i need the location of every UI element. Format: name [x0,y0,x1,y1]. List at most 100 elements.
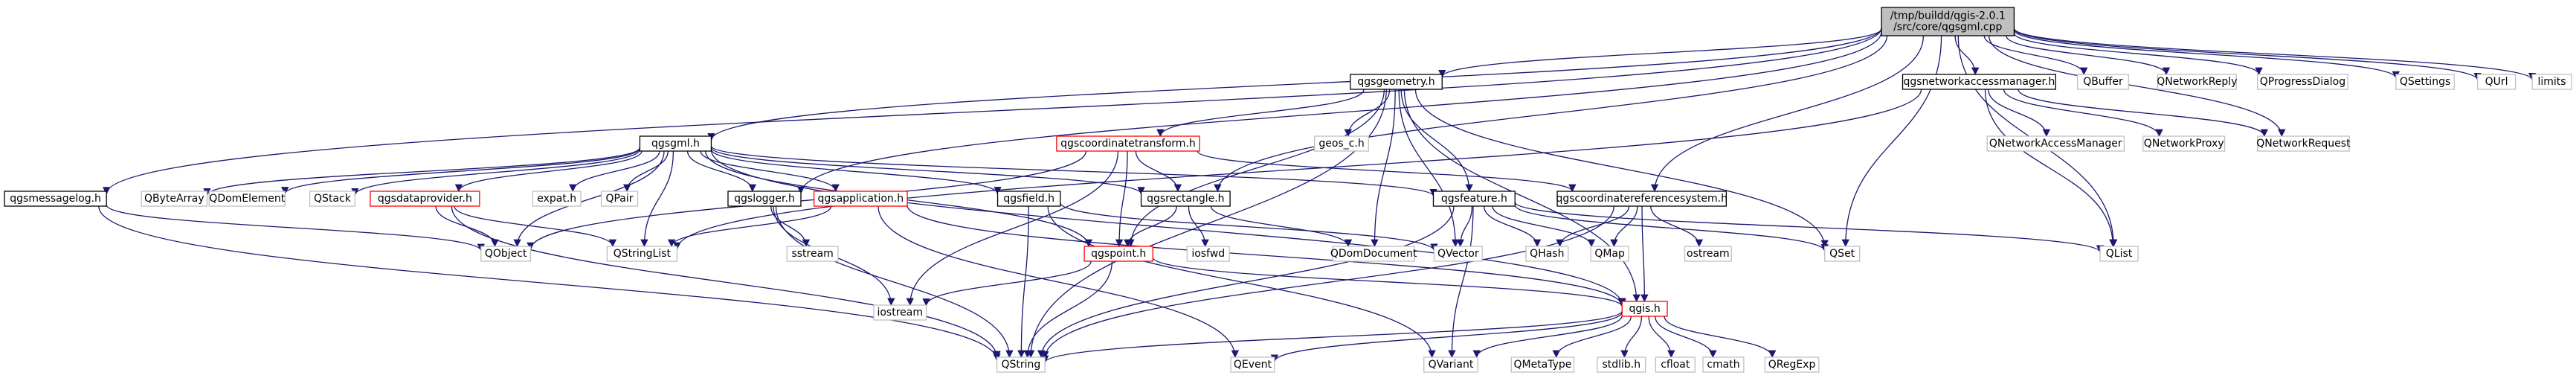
node-box [1432,191,1516,207]
node-label: QMetaType [1513,359,1571,371]
edge-qgsgml_cpp-to-QNetworkReply [2006,35,2171,76]
node-box [1433,246,1483,262]
edge-qgsgeometry_h-to-geos_c_h [1344,89,1391,138]
node-qprogressdialog: QProgressDialog [2257,74,2348,90]
node-label: qgis.h [1629,303,1660,315]
node-qnetworkrequest: QNetworkRequest [2256,135,2351,152]
node-label: QByteArray [144,193,205,205]
node-qdomdocument: QDomDocument [1330,246,1417,262]
node-qgscoordinatetransform-h[interactable]: qgscoordinatetransform.h [1056,135,1200,152]
node-box [1621,301,1668,317]
node-qgsdataprovider-h[interactable]: qgsdataprovider.h [370,191,480,207]
edge-qgis_h-to-cmath [1655,316,1717,359]
node-box [1423,356,1478,373]
edge-qgslogger_h-to-sstream [770,205,811,248]
node-qgsfield-h[interactable]: qgsfield.h [996,191,1061,207]
node-qgscoordinatereferencesystem-h[interactable]: qgscoordinatereferencesystem.h [1556,191,1727,207]
node-label: QVariant [1429,359,1474,371]
node-box [2476,74,2517,90]
node-geos-c-h: geos_c.h [1314,135,1369,152]
edge-qgsgml_cpp-to-QBuffer [1983,35,2088,76]
node-qgsnetworkaccessmanager-h[interactable]: qgsnetworkaccessmanager.h [1902,74,2056,90]
node-qgsfeature-h[interactable]: qgsfeature.h [1432,191,1516,207]
node-qnetworkreply: QNetworkReply [2157,74,2237,90]
edge-qgscoordinatetransform_h-to-qgsrectangle_h [1135,150,1182,193]
node-qvariant: QVariant [1423,356,1478,373]
edge-qgsfeature_h-to-QMap [1492,205,1596,248]
edge-qgsgml_cpp-to-qgsrectangle_h [1214,35,1888,193]
node-iostream: iostream [873,304,927,321]
node-label: QObject [485,248,527,260]
node-box [1230,356,1275,373]
edge-qgsfield_h-to-QVariant [1047,205,1436,359]
node-expat-h: expat.h [532,191,582,207]
edge-qgsgml_h-to-qgsfield_h [710,149,1002,195]
edge-qgsfeature_h-to-QHash [1483,205,1542,248]
node-box [1902,74,2056,90]
edge-qgscoordinatereferencesystem_h-to-ostream [1650,205,1704,248]
edge-qgscoordinatetransform_h-to-qgscoordinatereferencesystem_h [1197,150,1577,193]
edge-qgsgml_h-to-QByteArray [203,147,641,196]
edge-qgsgml_h-to-qgsfeature_h [710,145,1437,197]
edge-qgsgml_h-to-QDomElement [281,147,641,195]
node-qgsrectangle-h[interactable]: qgsrectangle.h [1140,191,1231,207]
node-box [813,191,908,207]
node-box [1764,356,1820,373]
node-qgspoint-h[interactable]: qgspoint.h [1083,246,1153,262]
node-label: qgsfield.h [1003,193,1054,205]
node-box [2157,74,2237,90]
edge-qgis_h-to-QRegExp [1664,316,1777,359]
node-qgsgml-cpp[interactable]: /tmp/buildd/qgis-2.0.1/src/core/qgsgml.c… [1881,7,2015,36]
edge-qgsgml_cpp-to-limits [2013,28,2537,81]
node-box [996,191,1061,207]
edge-qgsapplication_h-to-qgis_h [907,205,1626,307]
node-label: stdlib.h [1602,359,1640,371]
edge-qgsnetworkaccessmanager_h-to-QNetworkAccessManager [1988,89,2051,138]
edge-qgspoint_h-to-qgis_h [1152,257,1626,307]
edge-qgsmessagelog_h-to-QString [98,205,1001,362]
node-label: QNetworkReply [2157,76,2237,88]
edge-qgsgml_h-to-qgsapplication_h [700,150,840,193]
edge-qgis_h-to-QEvent [1270,312,1623,362]
node-label: QVector [1437,248,1479,260]
node-box [480,246,532,262]
edge-qgscoordinatetransform_h-to-QObject [527,150,1087,251]
edge-qgsfeature_h-to-QString [1037,205,1455,359]
node-box [786,246,839,262]
node-qgsmessagelog-h[interactable]: qgsmessagelog.h [4,191,107,207]
node-label: QString [1001,359,1040,371]
node-label: limits [2537,76,2566,88]
node-iosfwd: iosfwd [1186,246,1230,262]
node-box [1083,246,1153,262]
node-label: QProgressDialog [2260,76,2345,88]
edge-qgsgml_h-to-expat_h [569,150,660,193]
node-qgsgml-h[interactable]: qgsgml.h [639,135,712,152]
edge-qgsgeometry_h-to-qgspoint_h [1127,89,1385,248]
node-qgsapplication-h[interactable]: qgsapplication.h [813,191,908,207]
node-limits: limits [2531,74,2572,90]
node-box [1186,246,1230,262]
node-box [370,191,480,207]
edge-qgsgml_h-to-QStringList [640,150,674,248]
node-cmath: cmath [1702,356,1745,373]
node-qstring: QString [996,356,1046,373]
node-label: qgsapplication.h [818,193,904,205]
node-box [2257,74,2348,90]
node-qevent: QEvent [1230,356,1275,373]
node-qgslogger-h[interactable]: qgslogger.h [727,191,802,207]
node-label: QPair [605,193,633,205]
node-label: qgscoordinatetransform.h [1060,138,1196,150]
edge-qgsgml_cpp-to-QSettings [2013,29,2400,80]
edge-qgsrectangle_h-to-QDomDocument [1210,205,1353,248]
node-box [1556,191,1727,207]
edge-qgsgml_cpp-to-QNetworkRequest [1989,35,2286,138]
node-qstack: QStack [309,191,355,207]
edge-qgscoordinatereferencesystem_h-to-QMap [1610,205,1638,248]
node-qstringlist: QStringList [606,246,678,262]
node-box [606,246,678,262]
edge-qgsmessagelog_h-to-QObject [106,205,485,252]
node-qgis-h[interactable]: qgis.h [1621,301,1668,317]
node-label: qgsgeometry.h [1357,76,1434,88]
node-qgsgeometry-h[interactable]: qgsgeometry.h [1350,74,1443,90]
